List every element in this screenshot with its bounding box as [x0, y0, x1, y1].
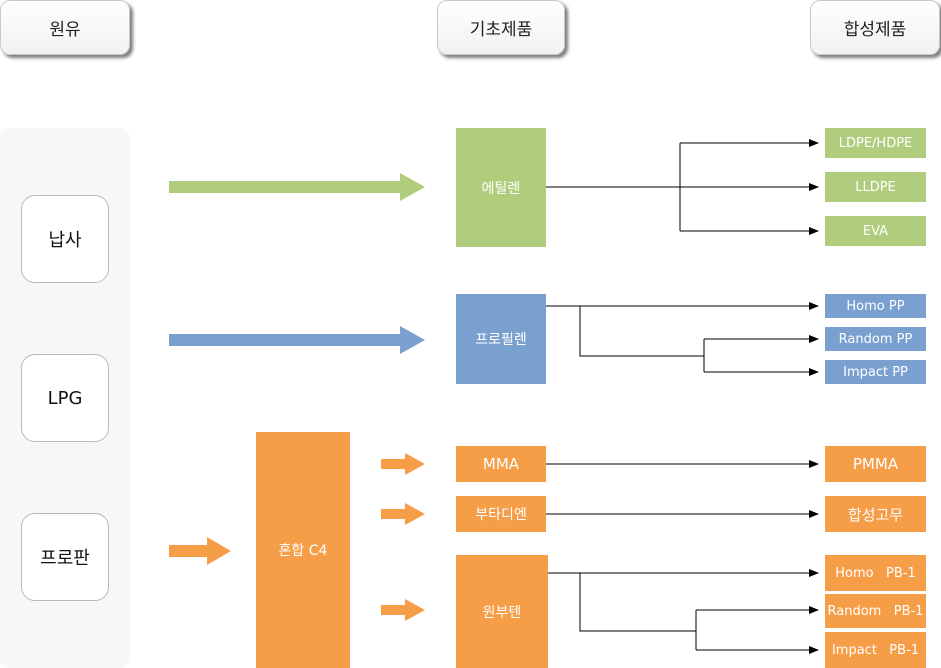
product-eva-label: EVA: [862, 223, 889, 239]
product-synthetic-rubber: 합성고무: [825, 496, 926, 532]
arrow-c4-to-mma: [381, 453, 425, 475]
arrow-c4-to-butene: [381, 599, 425, 621]
butadiene-box: 부타디엔: [456, 496, 546, 532]
line-propylene-trunk: [579, 306, 704, 357]
product-homo-pp-label: Homo PP: [846, 298, 905, 314]
propylene-box: 프로필렌: [456, 294, 546, 384]
product-ldpe-hdpe-label: LDPE/HDPE: [838, 135, 913, 151]
raw-lpg-label: LPG: [47, 387, 83, 409]
header-basic-products-label: 기초제품: [469, 20, 533, 40]
header-synthetic-products-label: 합성제품: [843, 20, 907, 40]
propylene-label: 프로필렌: [475, 332, 527, 348]
product-random-pb1: Random PB-1: [825, 594, 926, 628]
product-lldpe-label: LLDPE: [855, 179, 896, 195]
raw-naphtha-label: 납사: [48, 230, 82, 251]
raw-naphtha: 납사: [21, 195, 109, 283]
product-homo-pb1: Homo PB-1: [825, 555, 926, 591]
product-impact-pp-label: Impact PP: [843, 364, 908, 380]
product-random-pp: Random PP: [825, 327, 926, 351]
butadiene-label: 부타디엔: [475, 507, 527, 523]
header-crude-oil-label: 원유: [49, 20, 81, 40]
product-pmma: PMMA: [825, 446, 926, 482]
mma-box: MMA: [456, 446, 546, 482]
butene-box: 원부텐: [456, 555, 548, 668]
butene-label: 원부텐: [482, 604, 522, 621]
product-homo-pb1-label: Homo PB-1: [835, 565, 916, 581]
product-random-pb1-label: Random PB-1: [827, 603, 924, 619]
mixed-c4-label: 혼합 C4: [278, 543, 328, 559]
product-homo-pp: Homo PP: [825, 294, 926, 318]
product-lldpe: LLDPE: [825, 172, 926, 202]
ethylene-box: 에틸렌: [456, 128, 546, 247]
mixed-c4-box: 혼합 C4: [256, 432, 350, 668]
product-eva: EVA: [825, 216, 926, 246]
header-basic-products: 기초제품: [437, 0, 565, 55]
product-ldpe-hdpe: LDPE/HDPE: [825, 128, 926, 158]
arrow-propane-to-c4: [169, 537, 231, 565]
product-synthetic-rubber-label: 합성고무: [847, 505, 904, 524]
product-impact-pb1: Impact PB-1: [825, 632, 926, 668]
product-pmma-label: PMMA: [852, 455, 899, 473]
arrow-c4-to-butadiene: [381, 503, 425, 525]
raw-propane-label: 프로판: [40, 548, 90, 569]
arrow-lpg-to-propylene: [169, 326, 425, 354]
header-synthetic-products: 합성제품: [810, 0, 940, 55]
header-crude-oil: 원유: [0, 0, 130, 55]
raw-propane: 프로판: [21, 513, 109, 601]
product-impact-pp: Impact PP: [825, 360, 926, 384]
arrow-naphtha-to-ethylene: [169, 173, 425, 201]
ethylene-label: 에틸렌: [481, 180, 521, 197]
product-impact-pb1-label: Impact PB-1: [831, 642, 920, 658]
line-butene-trunk: [579, 573, 696, 632]
mma-label: MMA: [482, 455, 520, 473]
raw-lpg: LPG: [21, 354, 109, 442]
product-random-pp-label: Random PP: [838, 331, 913, 347]
